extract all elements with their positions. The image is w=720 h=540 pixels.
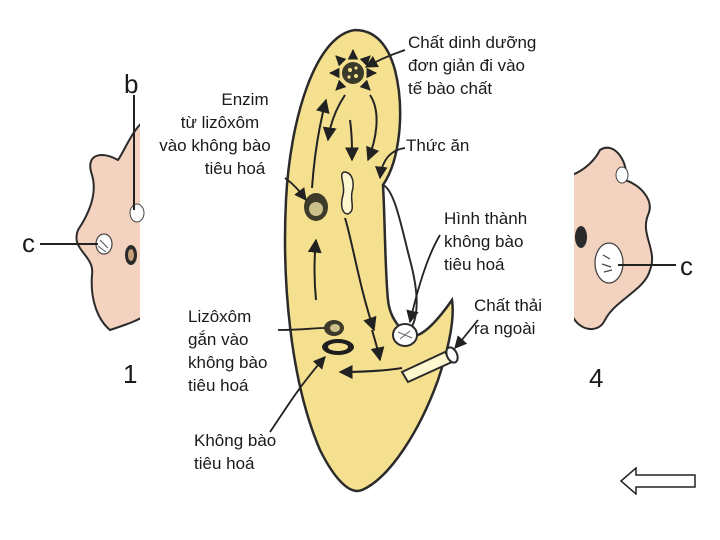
panel-number-4: 4	[589, 363, 604, 393]
waste-exit	[400, 346, 459, 384]
label-food: Thức ăn	[406, 136, 470, 155]
label-vac-line1: Không bào	[194, 431, 277, 450]
label-waste-line2: ra ngoài	[474, 319, 536, 338]
label-form-line1: Hình thành	[444, 209, 528, 228]
label-lyso-line2: gắn vào	[188, 330, 249, 349]
amoeba-right	[566, 140, 676, 340]
label-form-line3: tiêu hoá	[444, 255, 505, 274]
label-enzyme-line3: vào không bào	[159, 136, 271, 155]
label-lyso-line4: tiêu hoá	[188, 376, 249, 395]
label-nutrients-line2: đơn giản đi vào	[408, 56, 526, 75]
prev-slide-button[interactable]	[619, 466, 696, 496]
label-lyso-line3: không bào	[188, 353, 268, 372]
label-enzyme-line1: Enzim	[221, 90, 269, 109]
label-c-left: c	[22, 228, 35, 258]
label-nutrients-line1: Chất dinh dưỡng	[408, 33, 537, 52]
panel-number-1: 1	[123, 359, 138, 389]
label-nutrients-line3: tế bào chất	[408, 79, 493, 98]
left-arrow-icon	[619, 466, 696, 496]
label-lyso-line1: Lizôxôm	[188, 307, 252, 326]
label-c-right: c	[680, 251, 693, 281]
amoeba-left	[40, 95, 150, 340]
label-form-line2: không bào	[444, 232, 524, 251]
label-enzyme-line2: từ lizôxôm	[180, 113, 260, 132]
circulation-arrows	[307, 94, 403, 379]
label-enzyme-line4: tiêu hoá	[204, 159, 266, 178]
label-waste-line1: Chất thải	[474, 296, 543, 315]
leader-lines	[269, 49, 479, 433]
label-vac-line2: tiêu hoá	[194, 454, 255, 473]
food-vacuoles	[304, 171, 418, 355]
label-b: b	[124, 69, 139, 99]
